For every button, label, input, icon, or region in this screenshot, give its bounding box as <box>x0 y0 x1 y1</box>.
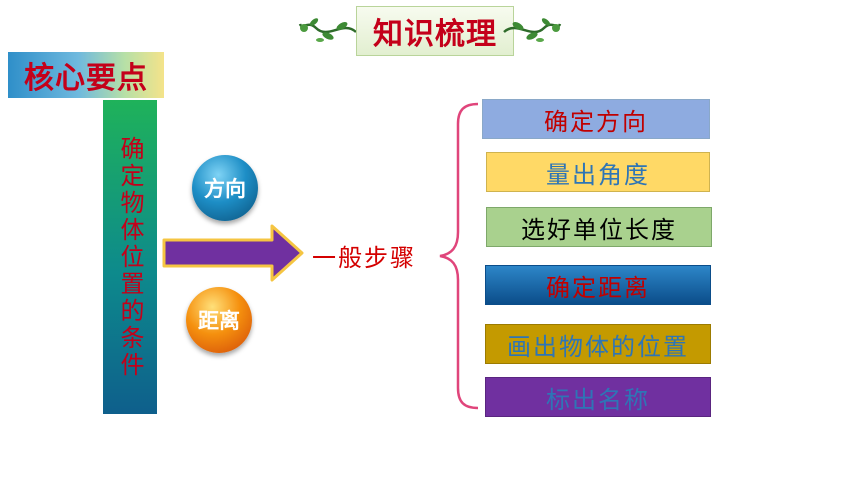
condition-label: 确定物体位置的条件 <box>116 135 144 379</box>
section-label: 核心要点 <box>8 52 164 98</box>
title-banner: 知识梳理 <box>298 6 562 56</box>
step-box: 选好单位长度 <box>486 207 712 247</box>
direction-sphere: 方向 <box>192 155 258 221</box>
left-vine-ornament <box>298 18 357 42</box>
curly-brace-icon <box>439 102 479 410</box>
right-arrow-icon <box>162 224 304 282</box>
general-steps-label: 一般步骤 <box>312 244 416 272</box>
condition-bar: 确定物体位置的条件 <box>103 100 157 414</box>
page-title: 知识梳理 <box>356 6 514 56</box>
step-box: 画出物体的位置 <box>485 324 711 364</box>
step-box: 确定距离 <box>485 265 711 305</box>
step-box: 标出名称 <box>485 377 711 417</box>
distance-sphere: 距离 <box>186 287 252 353</box>
step-box: 量出角度 <box>486 152 710 192</box>
right-vine-ornament <box>503 18 562 42</box>
step-box: 确定方向 <box>482 99 710 139</box>
